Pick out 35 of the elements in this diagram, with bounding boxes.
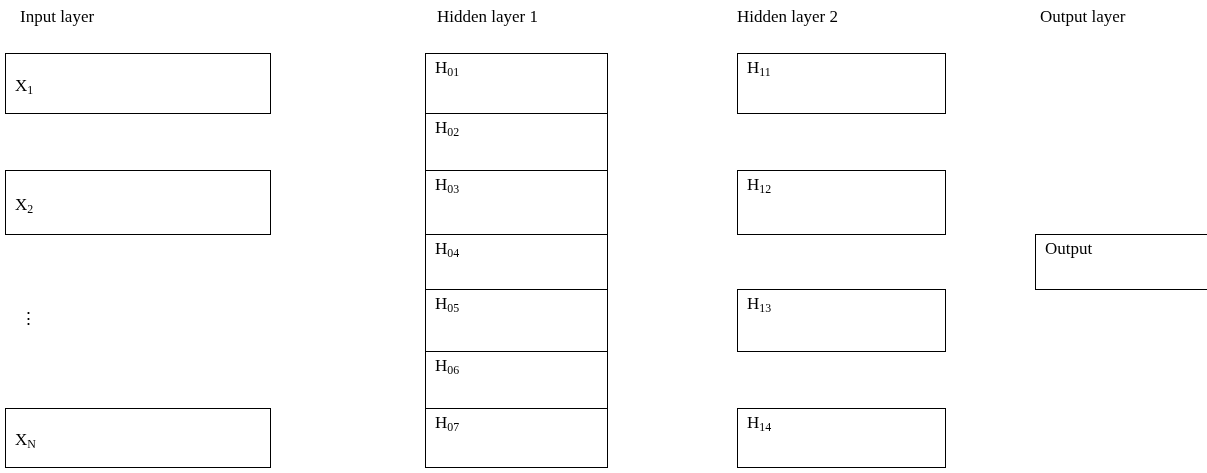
node-label: X$_{2}$ [15, 195, 34, 215]
layer-heading: Hidden layer 2 [737, 8, 839, 27]
node-label: H$_{01}$ [435, 59, 460, 78]
ellipsis-text: ⋮ [20, 310, 37, 329]
layer-node-box [1035, 234, 1207, 290]
layer-node-box [425, 170, 608, 235]
node-label: H$_{12}$ [747, 176, 772, 195]
node-label: H$_{05}$ [435, 295, 460, 314]
layer-node-box [425, 289, 608, 352]
node-label: H$_{11}$ [747, 59, 771, 78]
layer-node-box [5, 170, 271, 235]
layer-node-box [737, 408, 946, 468]
layer-node-box [425, 113, 608, 171]
node-label: H$_{13}$ [747, 295, 772, 314]
node-label: H$_{04}$ [435, 240, 460, 259]
node-label: X$_{1}$ [15, 76, 34, 96]
layer-heading: Output layer [1040, 8, 1126, 27]
node-label: H$_{02}$ [435, 119, 460, 138]
node-label: H$_{06}$ [435, 357, 460, 376]
layer-node-box [5, 53, 271, 114]
layer-node-box [737, 53, 946, 114]
node-label: X$_{N}$ [15, 431, 36, 450]
layer-node-box [425, 408, 608, 468]
layer-node-box [737, 170, 946, 235]
node-label: H$_{14}$ [747, 414, 772, 433]
layer-node-box [425, 53, 608, 114]
layer-node-box [425, 234, 608, 290]
layer-heading: Hidden layer 1 [437, 8, 539, 27]
layer-node-box [5, 408, 271, 468]
node-label: H$_{03}$ [435, 176, 460, 195]
layer-node-box [737, 289, 946, 352]
node-label: H$_{07}$ [435, 414, 460, 433]
layer-node-box [425, 351, 608, 409]
layer-heading: Input layer [20, 8, 95, 27]
node-label: Output [1045, 240, 1093, 259]
